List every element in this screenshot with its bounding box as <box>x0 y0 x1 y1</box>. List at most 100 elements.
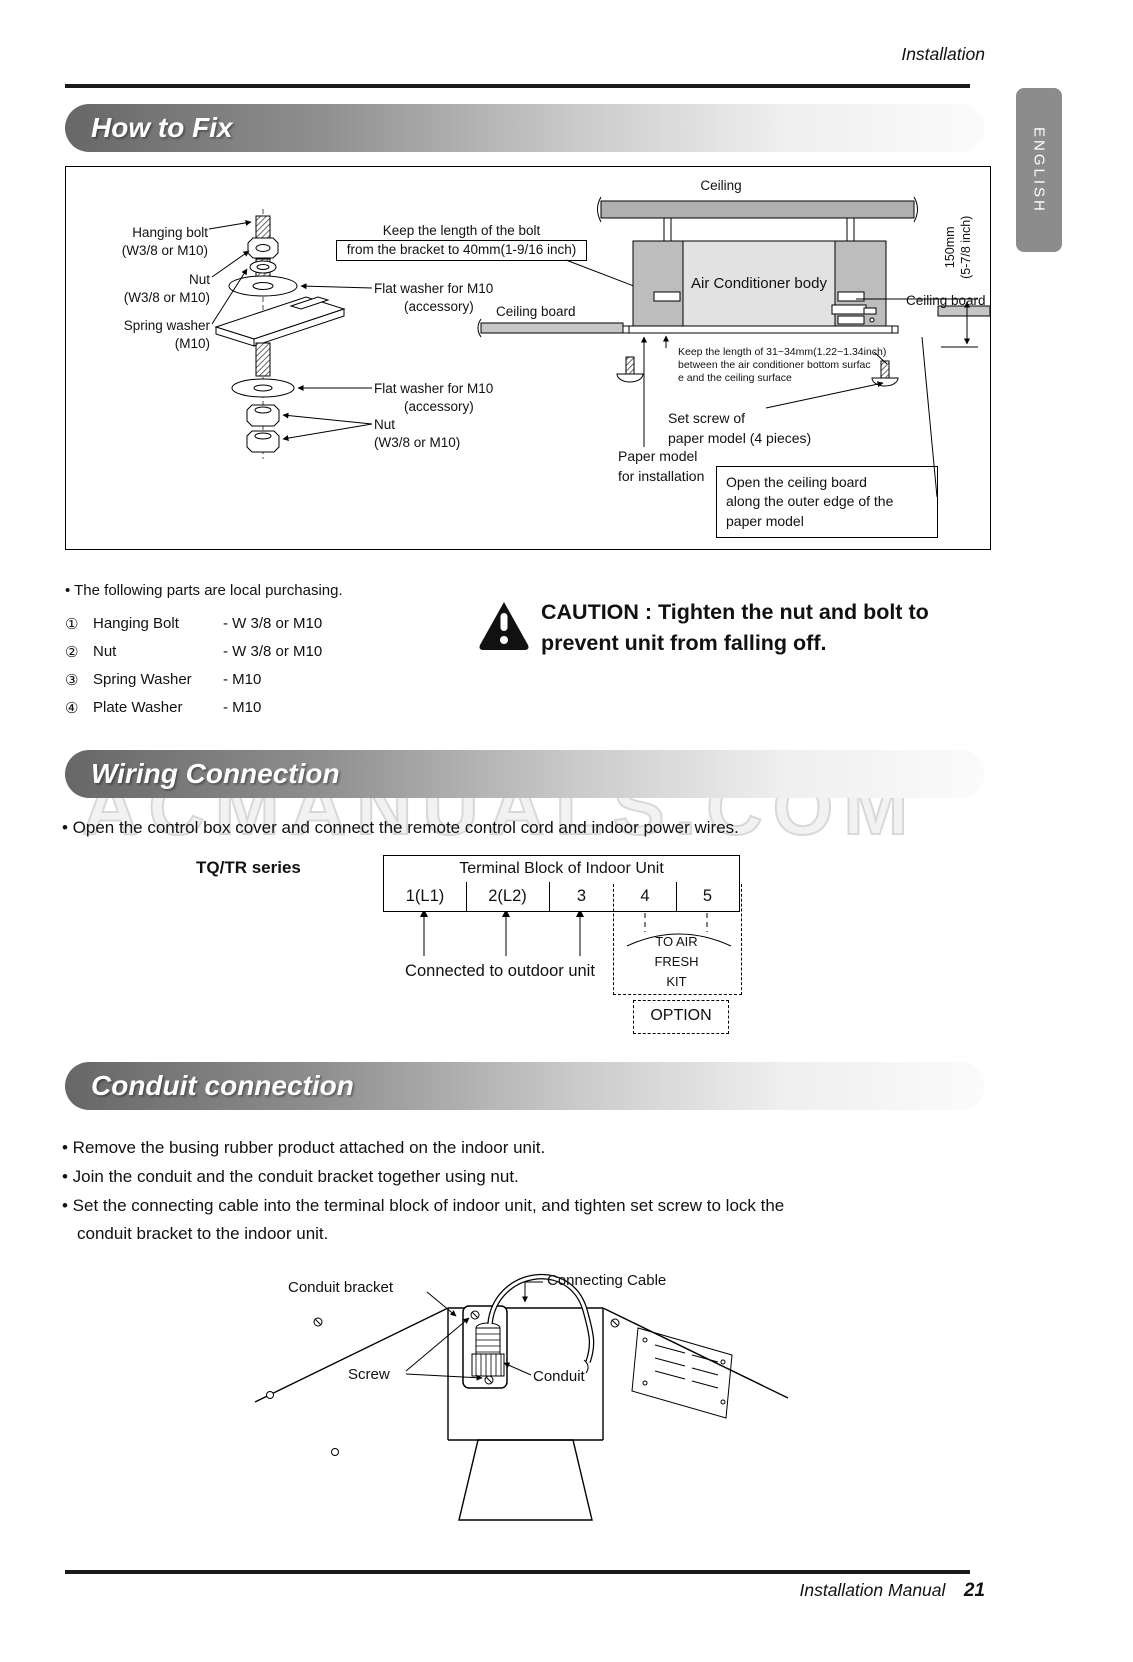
part-name: Hanging Bolt <box>93 615 179 632</box>
wiring-bullet: • Open the control box cover and connect… <box>62 818 739 837</box>
part-spec: - W 3/8 or M10 <box>223 615 323 632</box>
set-screw-line2: paper model (4 pieces) <box>668 429 812 446</box>
conduit-bullet-line2: conduit bracket to the indoor unit. <box>77 1224 329 1243</box>
label-conduit-bracket: Conduit bracket <box>288 1279 394 1296</box>
part-spec: - M10 <box>223 699 262 716</box>
conduit-bullet: • Set the connecting cable into the term… <box>62 1196 785 1215</box>
label-nut-top: Nut (W3/8 or M10) <box>86 271 210 306</box>
part-number: ④ <box>65 700 79 717</box>
conduit-bullet: • Remove the busing rubber product attac… <box>62 1138 546 1157</box>
top-rule <box>65 84 970 88</box>
spring-washer-line2: (M10) <box>174 335 210 351</box>
language-tab: ENGLISH <box>1016 88 1062 252</box>
spring-washer-line1: Spring washer <box>123 318 210 333</box>
language-tab-label: ENGLISH <box>1030 126 1048 214</box>
option-box: OPTION <box>633 1000 729 1034</box>
part-number: ① <box>65 616 79 633</box>
section-bar-conduit: Conduit connection <box>65 1062 985 1110</box>
footer-page-number: 21 <box>963 1580 985 1601</box>
gap-note-line1: Keep the length of 31~34mm(1.22~1.34inch… <box>678 346 887 358</box>
terminal-cell: 5 <box>702 887 713 905</box>
flat-washer-top-line2: (accessory) <box>404 298 474 314</box>
set-screw-line1: Set screw of <box>668 410 746 426</box>
air-fresh-line2: FRESH <box>654 954 699 969</box>
warning-icon <box>479 602 529 650</box>
bolt-note-line1: Keep the length of the bolt <box>382 223 541 238</box>
part-item: ④ Plate Washer - M10 <box>65 699 261 717</box>
footer: Installation Manual 21 <box>600 1580 985 1602</box>
terminal-cell: 4 <box>640 887 650 905</box>
part-number: ② <box>65 644 79 661</box>
terminal-cell: 3 <box>576 887 587 905</box>
air-fresh-line1: TO AIR <box>655 934 698 949</box>
part-number: ③ <box>65 672 79 689</box>
open-board-note: Open the ceiling board along the outer e… <box>716 466 938 538</box>
bolt-note-line2: from the bracket to 40mm(1-9/16 inch) <box>336 240 587 261</box>
section-bar-how-to-fix: How to Fix <box>65 104 985 152</box>
label-hanging-bolt: Hanging bolt (W3/8 or M10) <box>86 224 208 259</box>
open-board-line2: along the outer edge of the <box>726 493 894 510</box>
caution-line1: CAUTION : Tighten the nut and bolt to <box>541 600 929 624</box>
section-bar-wiring: Wiring Connection <box>65 750 985 798</box>
section-title: How to Fix <box>91 112 233 143</box>
part-item: ③ Spring Washer - M10 <box>65 671 261 689</box>
label-paper-model: Paper model for installation <box>618 447 704 487</box>
gap-note: Keep the length of 31~34mm(1.22~1.34inch… <box>678 346 886 384</box>
cell-separator <box>549 882 551 911</box>
label-set-screw: Set screw of paper model (4 pieces) <box>668 409 811 449</box>
label-connecting-cable: Connecting Cable <box>547 1272 667 1289</box>
flat-washer-bottom-line2: (accessory) <box>404 398 474 414</box>
terminal-cell: 2(L2) <box>488 887 527 905</box>
label-conduit: Conduit <box>533 1368 585 1385</box>
conduit-diagram-art <box>254 1273 789 1521</box>
paper-model-line2: for installation <box>618 467 705 484</box>
conduit-bullet: • Join the conduit and the conduit brack… <box>62 1167 519 1186</box>
label-nut-bottom: Nut (W3/8 or M10) <box>374 416 460 451</box>
label-ceiling-board-left: Ceiling board <box>496 304 576 319</box>
label-spring-washer: Spring washer (M10) <box>74 317 210 352</box>
dim-150mm-value: 150mm <box>942 226 957 269</box>
cell-separator <box>676 882 678 911</box>
flat-washer-top-line1: Flat washer for M10 <box>374 281 494 296</box>
footer-rule <box>65 1570 970 1574</box>
nut-top-line1: Nut <box>188 272 210 287</box>
part-name: Nut <box>93 643 117 660</box>
cell-separator <box>466 882 468 911</box>
terminal-cell: 1(L1) <box>405 887 445 905</box>
part-spec: - M10 <box>223 671 262 688</box>
section-title: Wiring Connection <box>91 758 340 789</box>
fix-diagram: Ceiling Air Conditioner body Ceiling boa… <box>65 166 991 550</box>
label-screw: Screw <box>348 1366 390 1383</box>
hanging-bolt-line2: (W3/8 or M10) <box>121 242 208 258</box>
open-board-line1: Open the ceiling board <box>726 474 867 490</box>
nut-bottom-line1: Nut <box>374 417 396 432</box>
fix-diagram-art <box>208 196 990 498</box>
series-label: TQ/TR series <box>196 858 301 877</box>
gap-note-line3: e and the ceiling surface <box>678 371 792 384</box>
air-fresh-line3: KIT <box>666 974 687 989</box>
part-name: Spring Washer <box>93 671 192 688</box>
page-header: Installation <box>901 44 985 64</box>
nut-bottom-line2: (W3/8 or M10) <box>374 434 461 450</box>
open-board-line3: paper model <box>726 512 804 529</box>
part-name: Plate Washer <box>93 699 183 716</box>
air-fresh-dashed-box <box>613 884 742 995</box>
caution-line2: prevent unit from falling off. <box>541 631 827 655</box>
label-ceiling-board-right: Ceiling board <box>906 293 986 308</box>
section-title: Conduit connection <box>91 1070 354 1101</box>
terminal-table-row: 1(L1) 2(L2) 3 4 5 <box>383 882 740 912</box>
part-item: ① Hanging Bolt - W 3/8 or M10 <box>65 615 322 633</box>
label-flat-washer-bottom: Flat washer for M10 (accessory) <box>374 380 493 415</box>
nut-top-line2: (W3/8 or M10) <box>123 289 210 305</box>
label-dim-150mm: 150mm (5-7/8 inch) <box>942 191 975 303</box>
gap-note-line2: between the air conditioner bottom surfa… <box>678 358 871 371</box>
label-ac-body: Air Conditioner body <box>691 275 827 292</box>
footer-label: Installation Manual <box>799 1580 946 1600</box>
paper-model-line1: Paper model <box>618 448 698 464</box>
part-spec: - W 3/8 or M10 <box>223 643 323 660</box>
dim-150mm-inch: (5-7/8 inch) <box>959 215 973 279</box>
terminal-table-title: Terminal Block of Indoor Unit <box>383 855 740 884</box>
hanging-bolt-line1: Hanging bolt <box>132 225 208 240</box>
parts-intro: • The following parts are local purchasi… <box>65 582 343 599</box>
